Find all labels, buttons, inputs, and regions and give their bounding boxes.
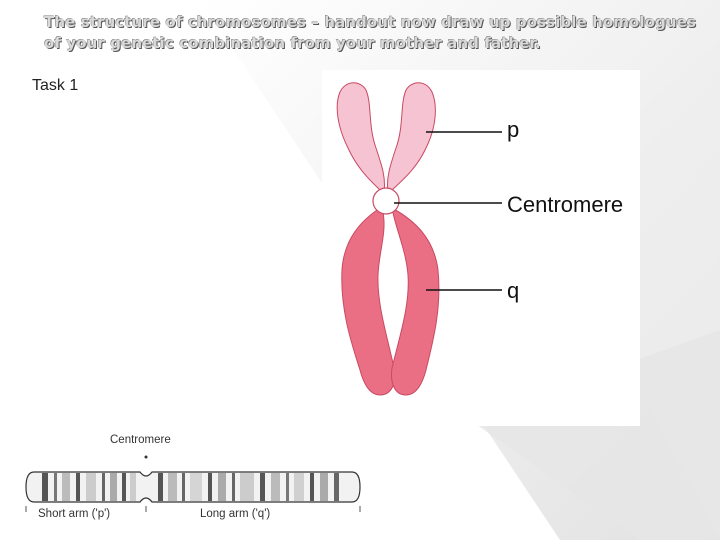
p-arm-right <box>387 82 436 193</box>
band <box>271 473 280 501</box>
band <box>110 473 117 501</box>
band <box>122 473 126 501</box>
band <box>240 473 254 501</box>
band <box>102 473 105 501</box>
band <box>260 473 265 501</box>
long-arm-label: Long arm ('q') <box>200 508 271 520</box>
band <box>42 473 48 501</box>
banding-diagram: Centromere Short arm ('p') <box>24 432 361 524</box>
band-centromere-dot <box>144 455 148 459</box>
band <box>54 473 57 501</box>
band <box>232 473 235 501</box>
band-centromere-label: Centromere <box>110 434 171 446</box>
band <box>190 473 202 501</box>
band <box>310 473 314 501</box>
band <box>130 473 136 501</box>
q-arm-right <box>391 207 440 396</box>
centromere-circle <box>372 187 400 215</box>
chromosome-diagram: p Centromere q <box>322 70 640 426</box>
band <box>320 473 328 501</box>
band <box>168 473 177 501</box>
band <box>208 473 212 501</box>
centromere-label: Centromere <box>507 192 624 217</box>
band <box>76 473 80 501</box>
band <box>158 473 163 501</box>
q-arm-left <box>341 207 396 396</box>
band <box>334 473 339 501</box>
q-arm-label: q <box>507 278 520 303</box>
p-arm-left <box>336 82 385 193</box>
task-label: Task 1 <box>32 77 79 94</box>
band <box>286 473 289 501</box>
band <box>218 473 226 501</box>
band <box>62 473 70 501</box>
band <box>182 473 185 501</box>
band <box>86 473 96 501</box>
slide-title: The structure of chromosomes – handout n… <box>44 13 697 52</box>
p-arm-label: p <box>507 117 520 142</box>
short-arm-label: Short arm ('p') <box>38 508 111 520</box>
band <box>294 473 304 501</box>
